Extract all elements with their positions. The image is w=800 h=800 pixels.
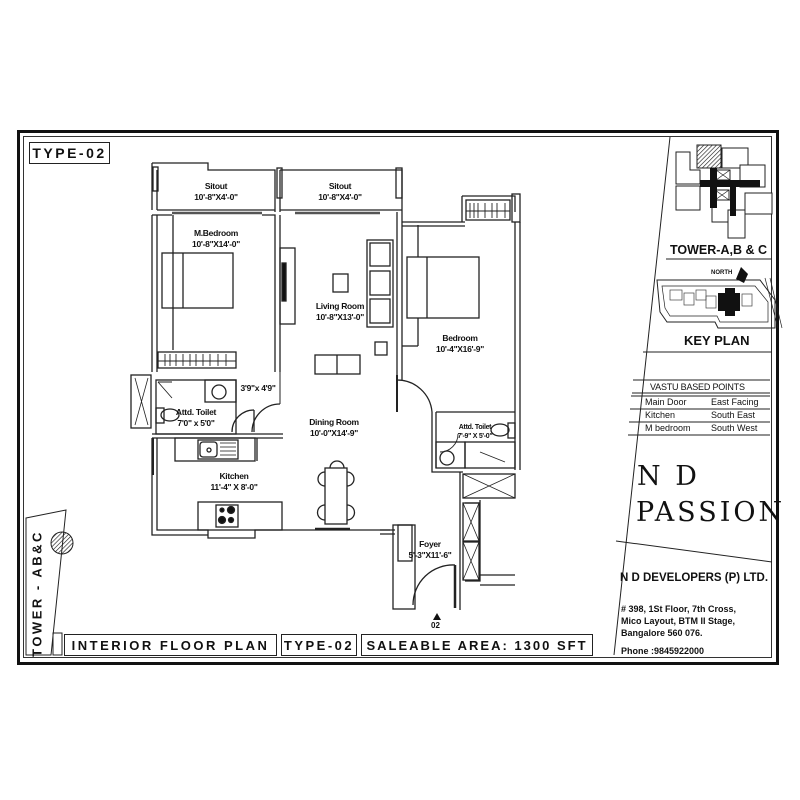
vastu-direction: South West bbox=[711, 423, 758, 433]
room-name: Kitchen bbox=[219, 471, 249, 481]
address-line: Bangalore 560 076. bbox=[621, 628, 703, 638]
room-size: 10'-8"X4'-0" bbox=[318, 192, 362, 202]
vastu-title: VASTU BASED POINTS bbox=[650, 382, 745, 392]
vastu-item: M bedroom bbox=[645, 423, 691, 433]
vastu-row: M bedroom South West bbox=[628, 423, 760, 436]
room-name: M.Bedroom bbox=[193, 228, 239, 238]
drawing-frame-outer bbox=[17, 130, 779, 665]
room-dining-room: Dining Room 10'-0"X14'-9" bbox=[309, 417, 359, 439]
vastu-item: Kitchen bbox=[645, 410, 676, 420]
developer-name: N D DEVELOPERS (P) LTD. bbox=[620, 572, 769, 584]
vastu-item: Main Door bbox=[645, 397, 687, 407]
room-foyer: Foyer 5'-3"X11'-6" bbox=[408, 539, 451, 561]
room-name: Sitout bbox=[204, 181, 228, 191]
vastu-row: Kitchen South East bbox=[628, 410, 760, 423]
room-size: 10'-8"X14'-0" bbox=[192, 239, 240, 249]
room-name: Dining Room bbox=[309, 417, 359, 427]
brand-line-2: PASSION bbox=[636, 497, 786, 528]
footer-plan-title: INTERIOR FLOOR PLAN bbox=[64, 634, 277, 656]
north-arrow-icon bbox=[736, 267, 748, 283]
room-utility: 3'9"x 4'9" bbox=[240, 383, 275, 394]
room-sitout-2: Sitout 10'-8"X4'-0" bbox=[318, 181, 362, 203]
room-size: 5'-3"X11'-6" bbox=[408, 550, 452, 560]
vastu-direction: East Facing bbox=[711, 397, 759, 407]
room-sitout-1: Sitout 10'-8"X4'-0" bbox=[194, 181, 238, 203]
address-line: # 398, 1St Floor, 7th Cross, bbox=[621, 604, 737, 614]
entrance-marker: 02 bbox=[431, 621, 440, 630]
key-plan-title: KEY PLAN bbox=[684, 333, 750, 348]
vastu-direction: South East bbox=[711, 410, 756, 420]
room-bedroom: Bedroom 10'-4"X16'-9" bbox=[436, 333, 484, 355]
room-size: 10'-0"X14'-9" bbox=[310, 428, 358, 438]
room-size: 3'9"x 4'9" bbox=[240, 383, 276, 393]
drawing-frame-inner bbox=[23, 136, 772, 658]
room-name: Foyer bbox=[419, 539, 441, 549]
developer-address: # 398, 1St Floor, 7th Cross, Mico Layout… bbox=[621, 603, 736, 639]
footer-type: TYPE-02 bbox=[281, 634, 357, 656]
room-master-bedroom: M.Bedroom 10'-8"X14'-0" bbox=[192, 228, 240, 250]
address-line: Mico Layout, BTM II Stage, bbox=[621, 616, 736, 626]
room-attd-toilet-2: Attd. Toilet 7'-9" X 5'-0" bbox=[458, 423, 493, 441]
developer-phone: Phone :9845922000 bbox=[621, 646, 705, 656]
room-name: Bedroom bbox=[442, 333, 478, 343]
room-kitchen: Kitchen 11'-4" X 8'-0" bbox=[210, 471, 257, 493]
room-size: 10'-8"X4'-0" bbox=[194, 192, 238, 202]
north-label: NORTH bbox=[711, 270, 733, 276]
type-label-header: TYPE-02 bbox=[29, 142, 110, 164]
footer-saleable-area: SALEABLE AREA: 1300 SFT bbox=[361, 634, 593, 656]
room-name: Attd. Toilet bbox=[175, 407, 217, 417]
vastu-row: Main Door East Facing bbox=[628, 397, 760, 410]
room-name: Attd. Toilet bbox=[458, 424, 492, 431]
side-tower-label: TOWER - AB&C bbox=[29, 530, 45, 657]
room-living-room: Living Room 10'-8"X13'-0" bbox=[316, 301, 364, 323]
room-size: 7'0" x 5'0" bbox=[177, 418, 215, 428]
room-size: 7'-9" X 5'-0" bbox=[457, 433, 493, 440]
room-name: Sitout bbox=[328, 181, 352, 191]
room-size: 10'-4"X16'-9" bbox=[436, 344, 484, 354]
brand-line-1: N D bbox=[637, 461, 700, 492]
room-size: 10'-8"X13'-0" bbox=[316, 312, 364, 322]
tower-label: TOWER-A,B & C bbox=[670, 243, 767, 257]
room-name: Living Room bbox=[315, 301, 365, 311]
room-size: 11'-4" X 8'-0" bbox=[210, 482, 258, 492]
room-attd-toilet-1: Attd. Toilet 7'0" x 5'0" bbox=[176, 407, 216, 429]
